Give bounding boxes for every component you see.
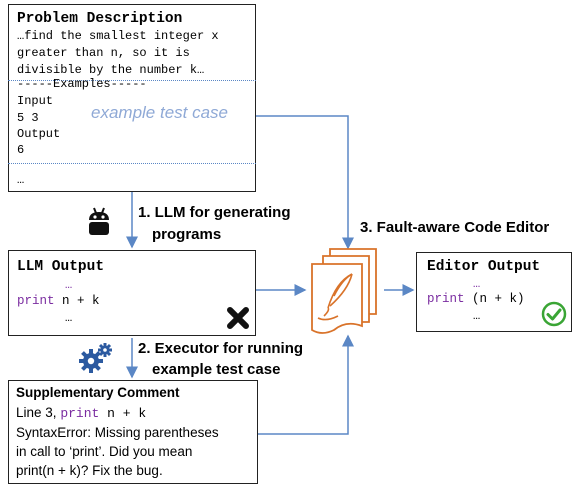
- supplementary-comment-box: Supplementary Comment Line 3, print n + …: [8, 380, 258, 484]
- llm-output-title: LLM Output: [17, 259, 105, 275]
- output-label: Output: [17, 127, 61, 141]
- llm-output-dots-top: …: [65, 278, 73, 292]
- example-test-case-caption: example test case: [91, 103, 229, 122]
- comment-code-rest: n + k: [99, 406, 147, 421]
- examples-header: -----Examples-----: [17, 77, 147, 91]
- gears-icon: [79, 343, 112, 373]
- comment-line-1: Line 3, print n + k: [16, 405, 146, 421]
- llm-output-dots-bottom: …: [65, 311, 73, 325]
- arrow-comment-to-editor: [258, 334, 354, 435]
- input-label: Input: [17, 94, 54, 108]
- editor-output-dots-bottom: …: [473, 309, 481, 323]
- step-3-label: 3. Fault-aware Code Editor: [360, 219, 550, 236]
- problem-title: Problem Description: [17, 11, 183, 27]
- step-2-label-line-2: example test case: [152, 361, 281, 378]
- comment-line-2: SyntaxError: Missing parentheses: [16, 425, 219, 440]
- arrow-example-to-editor: [256, 115, 354, 250]
- examples-section: [8, 80, 256, 164]
- check-circle-icon: [541, 301, 567, 327]
- error-x-icon: [227, 307, 249, 329]
- editor-output-box: Editor Output … print (n + k) …: [416, 252, 572, 332]
- robot-icon: [89, 207, 109, 235]
- step-1-label-line-2: programs: [152, 226, 222, 243]
- editor-code-rest: (n + k): [464, 292, 525, 306]
- problem-ellipsis: …: [17, 173, 25, 187]
- comment-line-4: print(n + k)? Fix the bug.: [16, 463, 163, 478]
- step-2-label-line-1: 2. Executor for running: [138, 340, 304, 357]
- comment-code-keyword: print: [60, 406, 100, 421]
- editor-output-dots-top: …: [473, 277, 481, 291]
- llm-output-box: LLM Output … print n + k …: [8, 250, 256, 336]
- problem-line-1: …find the smallest integer x: [17, 29, 219, 43]
- problem-line-2: greater than n, so it is: [17, 46, 190, 60]
- editor-output-title: Editor Output: [427, 259, 541, 275]
- comment-title: Supplementary Comment: [16, 385, 180, 400]
- output-value: 6: [17, 143, 25, 157]
- llm-code-rest: n + k: [54, 294, 100, 308]
- code-editor-document-icon: [311, 248, 377, 334]
- editor-code-keyword: print: [427, 292, 465, 306]
- llm-output-code: print n + k: [17, 294, 100, 308]
- problem-line-3: divisible by the number k…: [17, 63, 205, 77]
- problem-description-box: Problem Description …find the smallest i…: [8, 4, 256, 192]
- input-value: 5 3: [17, 111, 39, 125]
- editor-output-code: print (n + k): [427, 292, 525, 306]
- comment-line-1-prefix: Line 3,: [16, 405, 57, 420]
- llm-code-keyword: print: [17, 294, 55, 308]
- comment-line-3: in call to ‘print’. Did you mean: [16, 444, 193, 459]
- step-1-label-line-1: 1. LLM for generating: [138, 204, 291, 221]
